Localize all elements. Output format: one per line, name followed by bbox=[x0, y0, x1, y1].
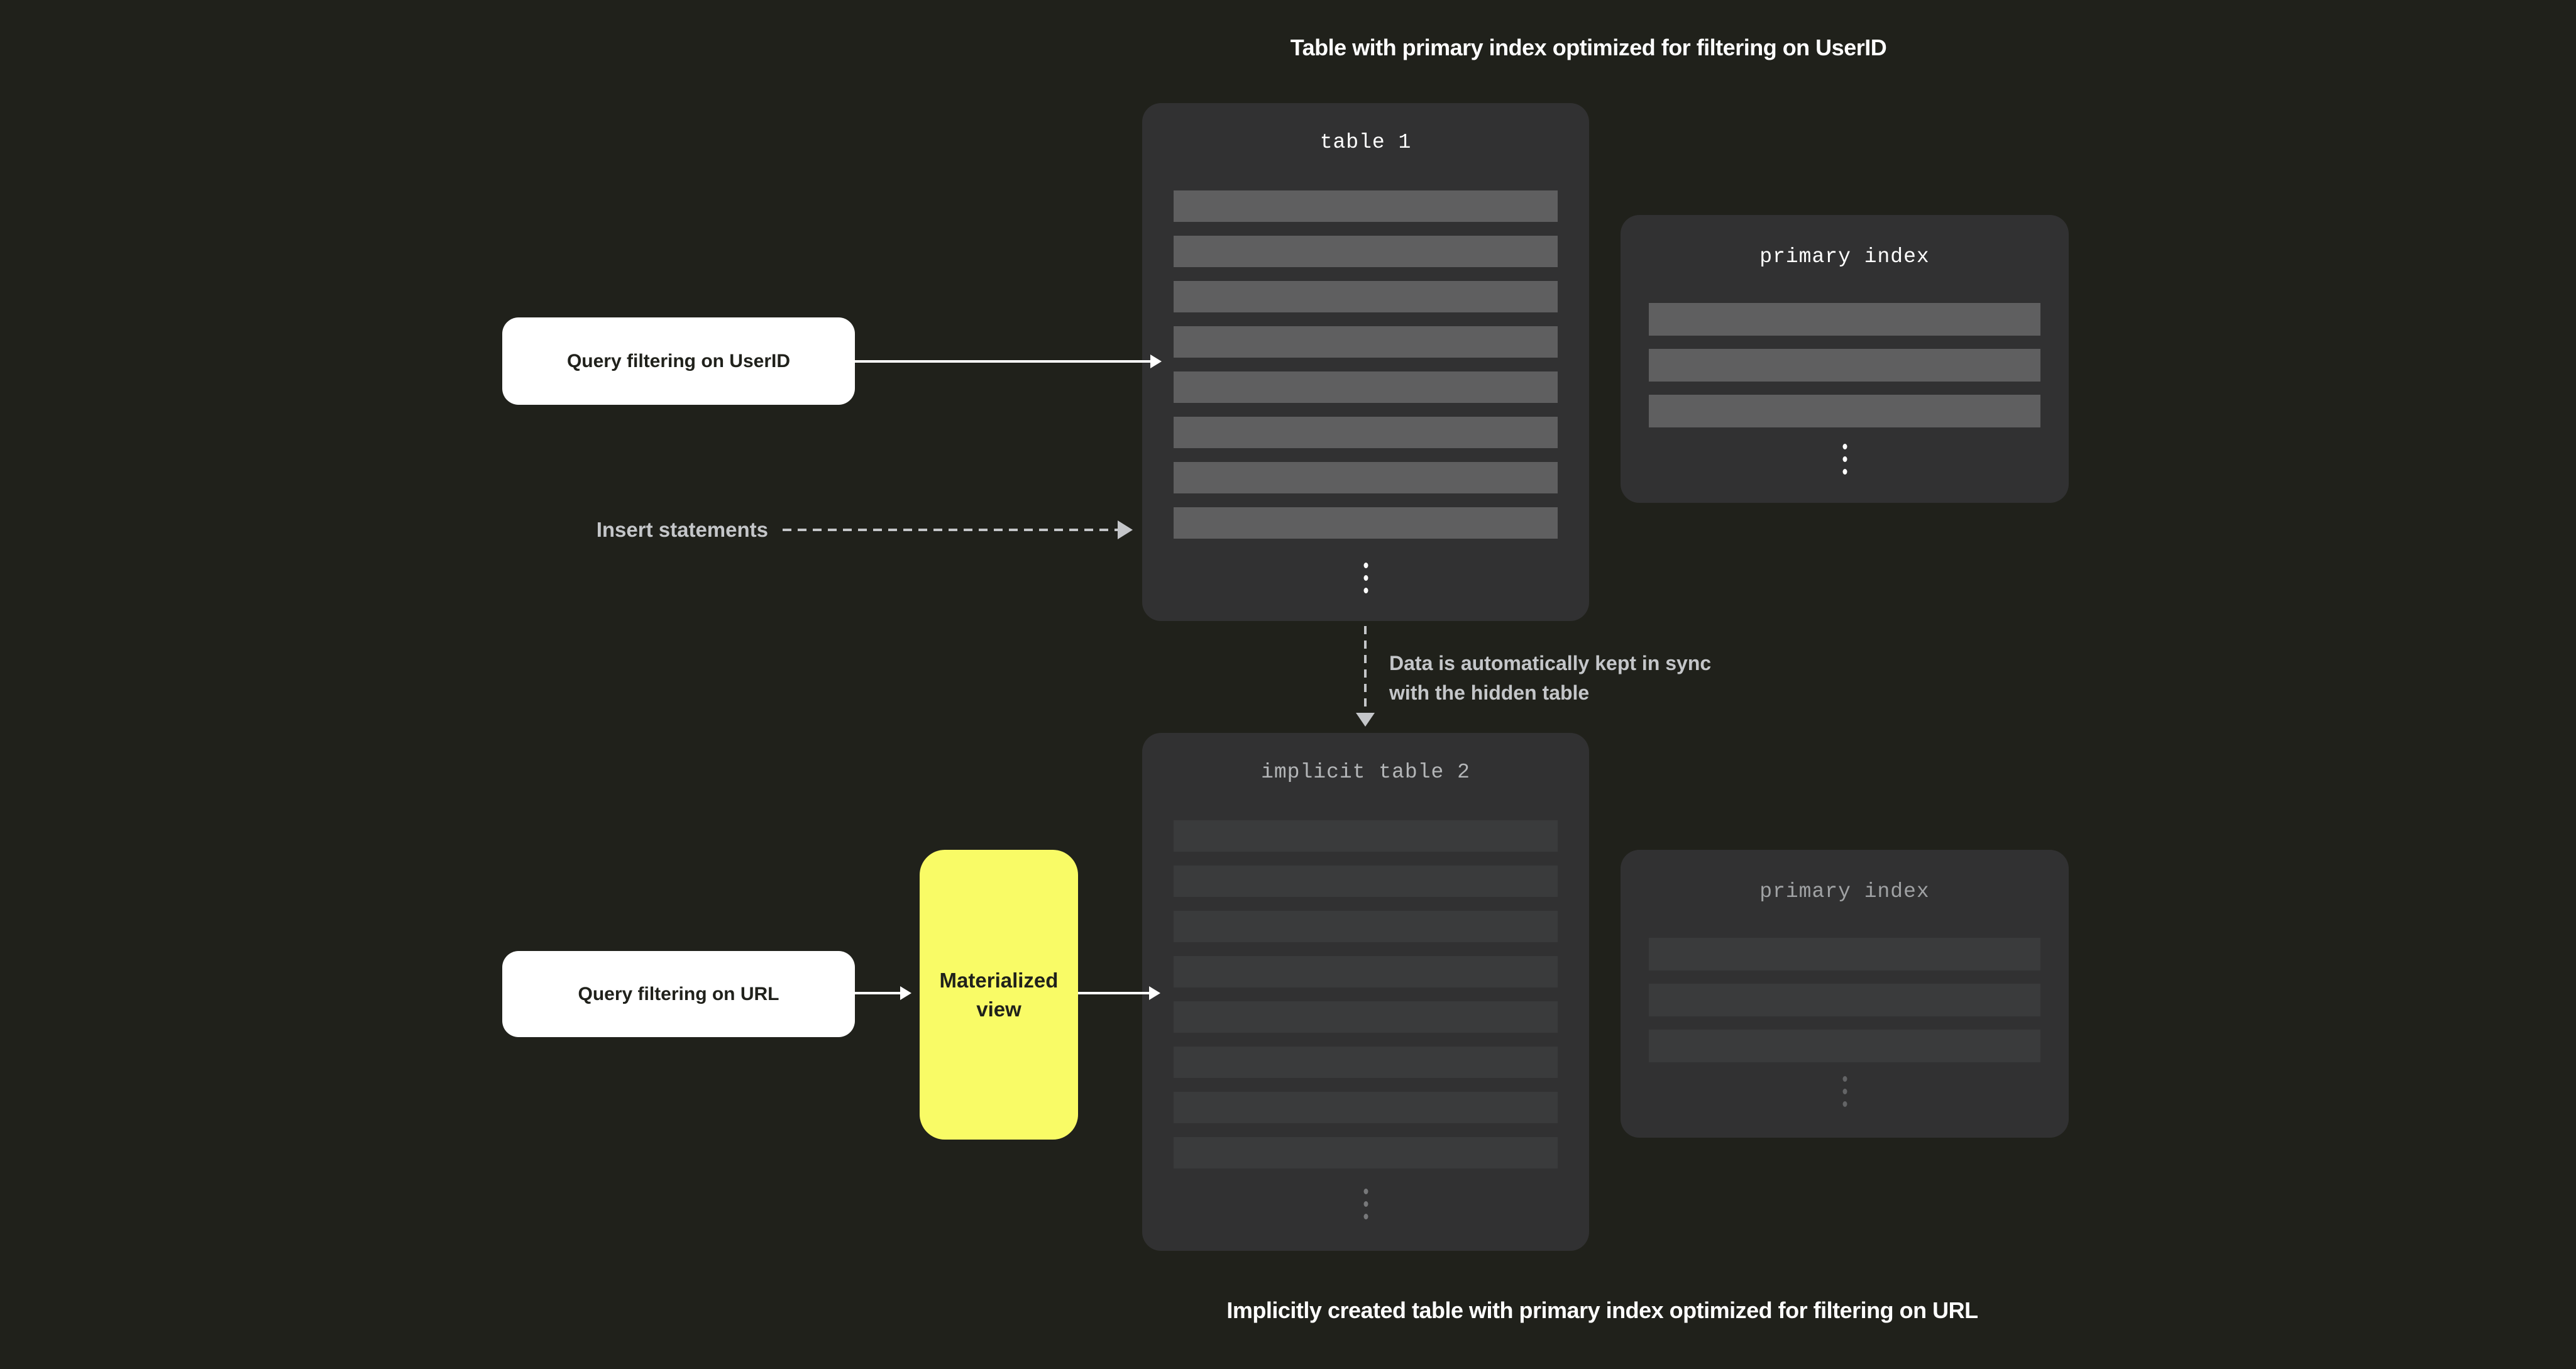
arrow-down-icon bbox=[1356, 713, 1375, 727]
table-row bbox=[1174, 1137, 1558, 1168]
table-row bbox=[1174, 371, 1558, 403]
materialized-view-label: Materialized view bbox=[939, 968, 1059, 1021]
arrow-right-icon bbox=[1150, 355, 1162, 368]
table2-rows bbox=[1174, 820, 1558, 1168]
table-row bbox=[1649, 938, 2040, 970]
sync-annotation-line2: with the hidden table bbox=[1389, 681, 1590, 704]
table2-panel: implicit table 2 bbox=[1142, 733, 1589, 1251]
table-row bbox=[1174, 911, 1558, 942]
table1-panel: table 1 bbox=[1142, 103, 1589, 621]
primary-index-bottom-panel: primary index bbox=[1621, 850, 2069, 1138]
vertical-ellipsis-icon bbox=[1842, 1076, 1847, 1107]
vertical-ellipsis-icon bbox=[1363, 1189, 1368, 1219]
table2-title: implicit table 2 bbox=[1261, 761, 1470, 784]
arrow-query-userid-line bbox=[855, 360, 1150, 363]
table-row bbox=[1174, 1092, 1558, 1123]
query-url-node: Query filtering on URL bbox=[502, 951, 855, 1037]
query-userid-node: Query filtering on UserID bbox=[502, 317, 855, 405]
primary-index-bottom-title: primary index bbox=[1759, 880, 1930, 903]
top-caption: Table with primary index optimized for f… bbox=[1290, 35, 1887, 60]
table1-title: table 1 bbox=[1319, 131, 1412, 154]
insert-dashed-line bbox=[783, 529, 1119, 531]
query-url-label: Query filtering on URL bbox=[578, 983, 779, 1004]
table-row bbox=[1174, 417, 1558, 448]
sync-annotation: Data is automatically kept in sync with … bbox=[1389, 649, 1711, 708]
primary-index-top-title: primary index bbox=[1759, 245, 1930, 268]
arrow-right-icon bbox=[900, 986, 911, 1000]
insert-statements-label: Insert statements bbox=[596, 518, 768, 541]
sync-annotation-line1: Data is automatically kept in sync bbox=[1389, 652, 1712, 674]
table-row bbox=[1649, 984, 2040, 1016]
table-row bbox=[1174, 236, 1558, 267]
table1-rows bbox=[1174, 190, 1558, 539]
primary-index-top-rows bbox=[1649, 303, 2040, 427]
arrow-right-icon bbox=[1149, 986, 1160, 1000]
bottom-caption: Implicitly created table with primary in… bbox=[1226, 1297, 1978, 1323]
query-userid-label: Query filtering on UserID bbox=[566, 350, 791, 371]
table-row bbox=[1174, 462, 1558, 493]
primary-index-top-panel: primary index bbox=[1621, 215, 2069, 503]
arrow-query-url-line bbox=[855, 992, 900, 994]
arrow-materialized-view-line bbox=[1078, 992, 1149, 994]
primary-index-bottom-rows bbox=[1649, 938, 2040, 1062]
table-row bbox=[1174, 1001, 1558, 1033]
arrow-right-icon bbox=[1118, 520, 1133, 539]
table-row bbox=[1649, 303, 2040, 336]
vertical-ellipsis-icon bbox=[1363, 563, 1368, 593]
table-row bbox=[1174, 956, 1558, 987]
table-row bbox=[1174, 507, 1558, 539]
table-row bbox=[1174, 1047, 1558, 1078]
table-row bbox=[1174, 820, 1558, 852]
table-row bbox=[1174, 866, 1558, 897]
table-row bbox=[1174, 190, 1558, 222]
table-row bbox=[1174, 281, 1558, 312]
table-row bbox=[1649, 1030, 2040, 1062]
vertical-ellipsis-icon bbox=[1842, 444, 1847, 475]
table-row bbox=[1649, 349, 2040, 382]
materialized-view-node: Materialized view bbox=[920, 850, 1078, 1140]
sync-dashed-line bbox=[1364, 626, 1367, 714]
table-row bbox=[1174, 326, 1558, 358]
table-row bbox=[1649, 395, 2040, 427]
